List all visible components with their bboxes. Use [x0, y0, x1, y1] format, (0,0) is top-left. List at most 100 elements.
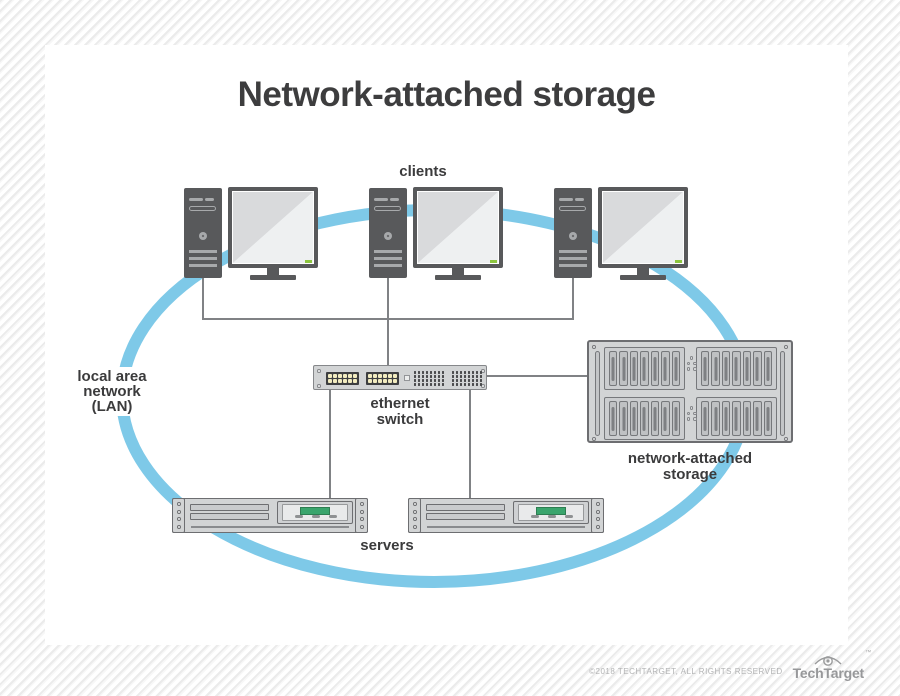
nas-rail — [595, 351, 600, 436]
tower-optical-drive — [189, 206, 216, 211]
led-icon — [441, 371, 444, 374]
drive-slot-handle — [724, 356, 728, 381]
drive-slot-handle — [674, 406, 678, 431]
wire-switch-to-server2 — [469, 390, 471, 498]
ethernet-port-icon — [388, 379, 392, 383]
drive-slot — [650, 401, 660, 436]
drive-slot — [753, 401, 762, 436]
server-panel-line — [427, 526, 585, 528]
drive-slot-handle — [714, 356, 718, 381]
ethernet-port-icon — [368, 379, 372, 383]
drive-quadrant — [604, 397, 685, 440]
screw-icon — [784, 437, 788, 441]
rack-ear — [172, 498, 185, 533]
led-icon — [475, 375, 478, 378]
led-icon — [437, 379, 440, 382]
ethernet-port-icon — [343, 379, 347, 383]
led-icon — [418, 375, 421, 378]
drive-slot — [629, 351, 639, 386]
led-icon — [433, 383, 436, 386]
monitor-power-led — [490, 259, 497, 263]
port-panel — [326, 372, 359, 385]
drive-slot-handle — [745, 406, 749, 431]
lan-label: local area network (LAN) — [53, 367, 171, 416]
drive-slot — [763, 351, 772, 386]
computer-tower-icon — [369, 188, 407, 278]
tower-vent — [374, 264, 402, 267]
led-icon — [686, 361, 690, 365]
drive-slot-handle — [611, 356, 615, 381]
led-icon — [471, 379, 474, 382]
led-cluster — [685, 406, 698, 421]
led-icon — [686, 411, 690, 415]
drive-slot — [661, 351, 670, 386]
led-icon — [429, 371, 432, 374]
led-icon — [467, 375, 470, 378]
techtarget-eye-icon — [814, 656, 842, 666]
drive-slot-handle — [622, 356, 626, 381]
screw-icon — [176, 509, 181, 514]
drive-slot-handle — [745, 356, 749, 381]
monitor-stand-base — [250, 275, 296, 280]
drive-slot-handle — [653, 356, 657, 381]
wire-client2-drop — [387, 278, 389, 319]
led-icon — [464, 383, 467, 386]
client-workstation — [184, 187, 364, 280]
drive-slot — [721, 401, 731, 436]
led-icon — [414, 375, 417, 378]
drive-slot — [732, 351, 741, 386]
monitor-screen — [418, 192, 498, 263]
led-icon — [479, 379, 482, 382]
screw-icon — [176, 524, 181, 529]
screw-icon — [359, 509, 364, 514]
led-icon — [422, 371, 425, 374]
drive-slot-handle — [755, 356, 759, 381]
led-icon — [441, 379, 444, 382]
ethernet-port-icon — [328, 374, 332, 378]
led-icon — [689, 356, 694, 360]
led-icon — [467, 379, 470, 382]
led-icon — [475, 371, 478, 374]
led-row — [685, 406, 698, 410]
tower-drive-slot — [374, 198, 388, 201]
drive-slot — [753, 351, 762, 386]
trademark-symbol: ™ — [865, 650, 871, 656]
ethernet-port-icon — [338, 379, 342, 383]
drive-slot-handle — [642, 406, 646, 431]
server-drive-bay — [426, 513, 505, 520]
led-icon — [686, 367, 690, 371]
server-drive-bay — [190, 504, 269, 511]
rack-ear — [408, 498, 421, 533]
screw-icon — [359, 524, 364, 529]
screw-icon — [412, 509, 417, 514]
drive-slot — [742, 351, 752, 386]
server-panel-button — [548, 515, 556, 518]
ethernet-port-icon — [383, 374, 387, 378]
nas-label-line2: storage — [662, 466, 718, 483]
server-panel-button — [565, 515, 573, 518]
monitor-stand-base — [620, 275, 666, 280]
led-icon — [422, 379, 425, 382]
ethernet-switch-label: ethernet switch — [325, 396, 475, 428]
drive-slot-handle — [642, 356, 646, 381]
drive-slot-handle — [703, 406, 707, 431]
led-icon — [437, 375, 440, 378]
drive-slot-handle — [734, 356, 738, 381]
led-icon — [471, 375, 474, 378]
screw-icon — [595, 517, 600, 522]
drive-quadrant — [696, 397, 777, 440]
ethernet-port-icon — [338, 374, 342, 378]
copyright-text: ©2018 TECHTARGET, ALL RIGHTS RESERVED — [589, 667, 783, 676]
led-icon — [441, 383, 444, 386]
drive-quadrant — [696, 347, 777, 390]
led-icon — [452, 379, 455, 382]
led-icon — [452, 375, 455, 378]
ethernet-port-icon — [393, 379, 397, 383]
ethernet-port-icon — [328, 379, 332, 383]
computer-tower-icon — [184, 188, 222, 278]
monitor-icon — [413, 187, 503, 268]
client-workstation — [554, 187, 734, 280]
server-status-screen — [300, 507, 330, 515]
led-icon — [464, 375, 467, 378]
drive-slot — [701, 351, 710, 386]
